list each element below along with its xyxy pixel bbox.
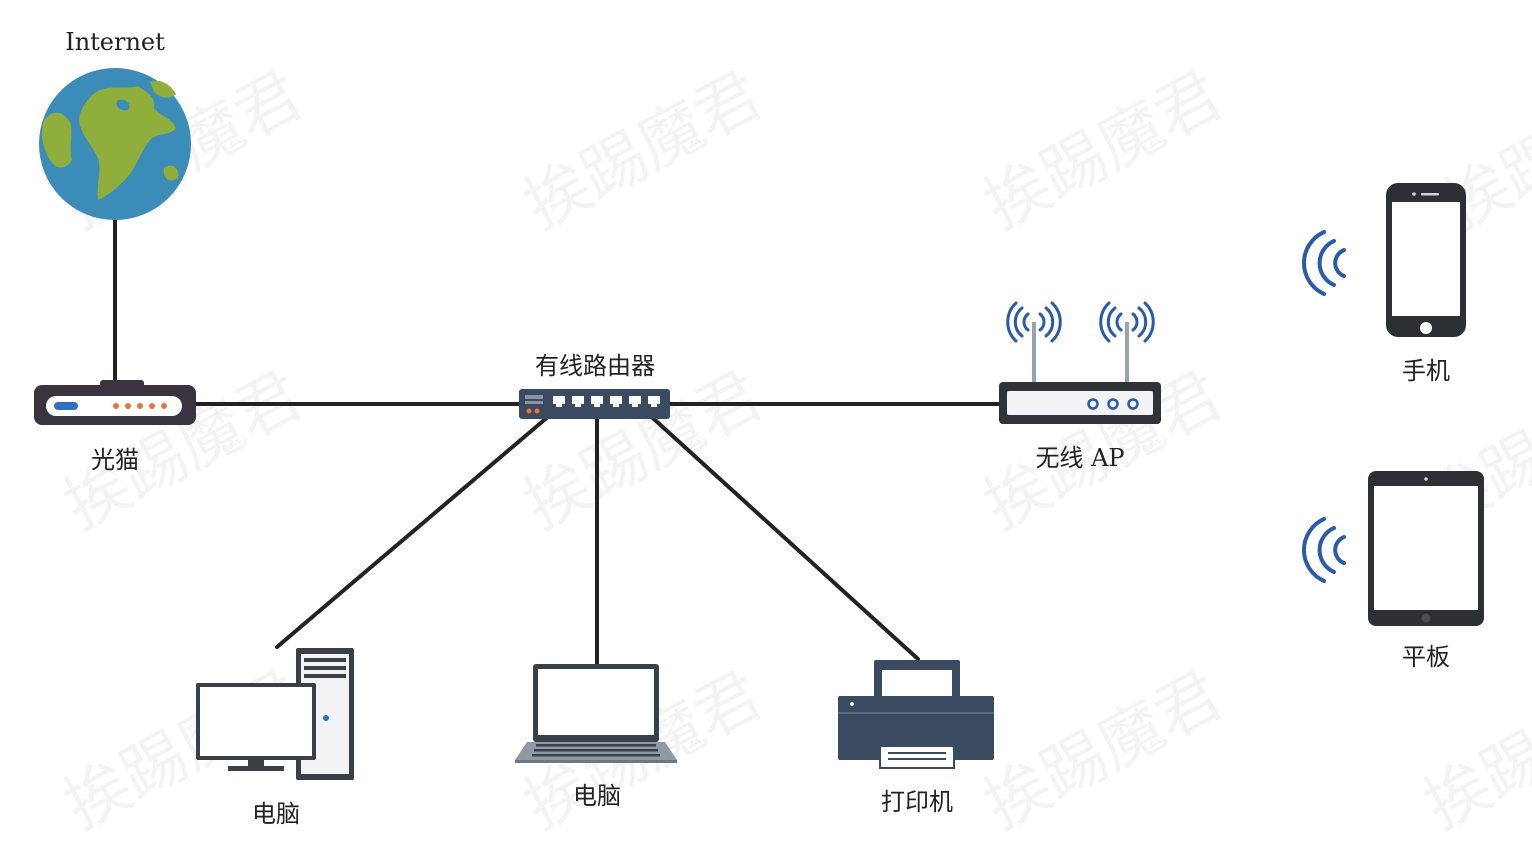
internet-label: Internet xyxy=(65,28,165,56)
watermark: 挨踢魔君 xyxy=(973,659,1234,845)
watermark: 挨踢魔君 xyxy=(513,59,774,245)
desktop-label: 电脑 xyxy=(252,800,300,828)
watermark: 挨踢魔君 xyxy=(1413,659,1532,845)
desktop-computer-icon xyxy=(196,648,354,780)
printer-icon xyxy=(838,660,994,769)
tablet-label: 平板 xyxy=(1402,643,1450,671)
modem-label: 光猫 xyxy=(91,446,139,474)
watermark: 挨踢魔君 xyxy=(513,359,774,545)
phone-label: 手机 xyxy=(1402,357,1450,385)
router-label: 有线路由器 xyxy=(535,352,655,380)
globe-icon xyxy=(39,68,191,220)
laptop-label: 电脑 xyxy=(573,782,621,810)
tablet-icon xyxy=(1368,471,1484,626)
smartphone-icon xyxy=(1386,183,1466,337)
switch-icon xyxy=(519,389,670,419)
link-router-desktop xyxy=(275,408,558,649)
printer-label: 打印机 xyxy=(881,788,953,816)
wireless-ap-icon xyxy=(999,301,1161,424)
laptop-icon xyxy=(515,664,677,763)
modem-icon xyxy=(34,380,196,425)
watermark: 挨踢魔君 xyxy=(973,59,1234,245)
connections xyxy=(113,216,1002,668)
link-router-printer xyxy=(642,408,920,661)
wifi-signal-icon xyxy=(1302,517,1346,583)
wifi-signal-icon xyxy=(1302,230,1346,296)
ap-label: 无线 AP xyxy=(1035,444,1124,472)
